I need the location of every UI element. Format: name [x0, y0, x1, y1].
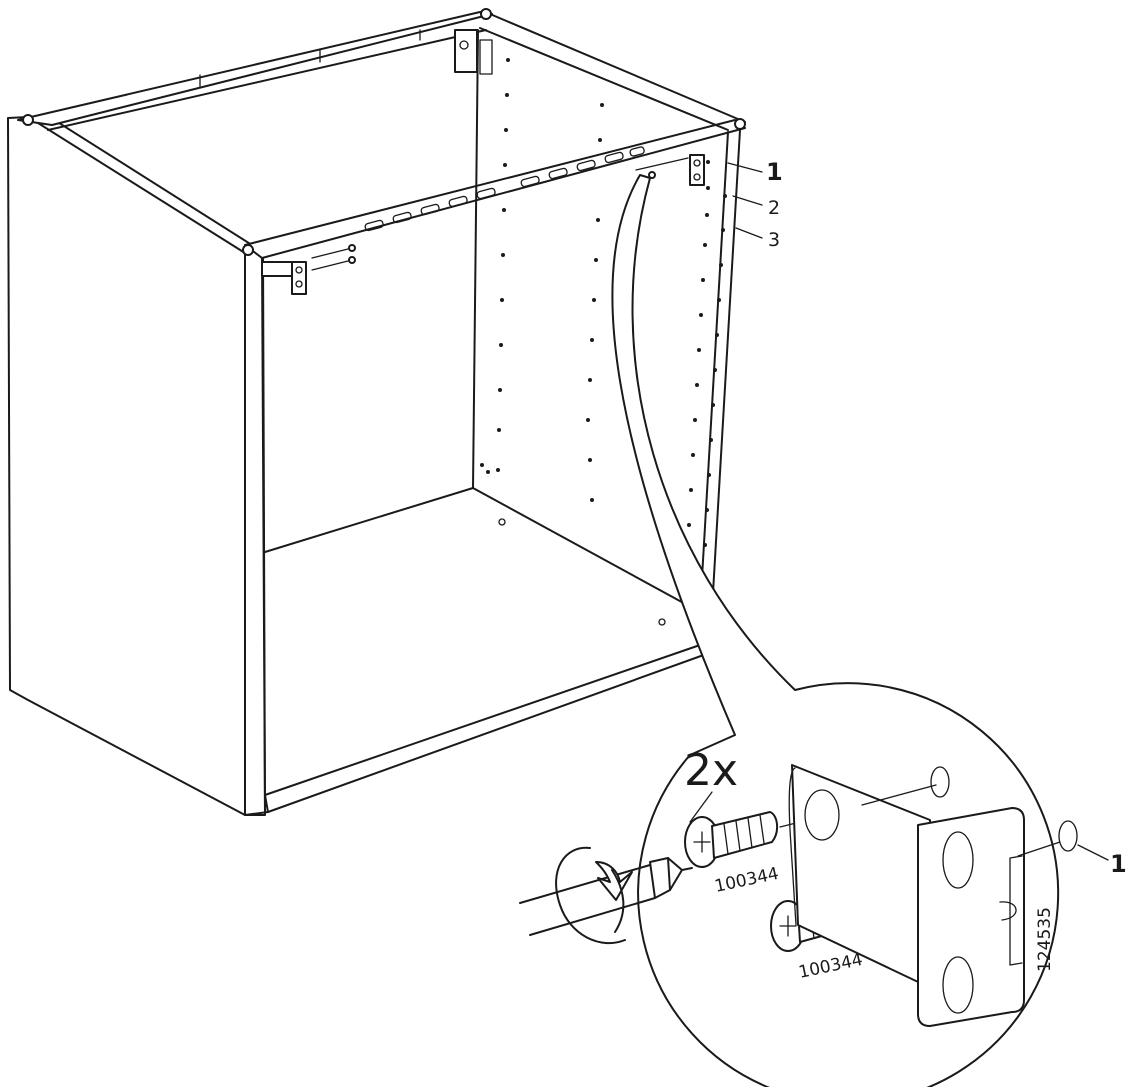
cabinet-bottom-front-edge	[264, 644, 713, 813]
hole-3-leader	[735, 227, 763, 239]
position-1-label: 1	[1110, 850, 1127, 878]
hole-1-label: 1	[766, 158, 783, 186]
hole-2-leader	[732, 195, 763, 206]
hole-3-label: 3	[768, 229, 780, 251]
screwdriver-icon	[519, 846, 693, 945]
hole-1-leader	[727, 162, 763, 173]
quantity-label: 2x	[684, 745, 738, 796]
front-right-bracket-icon	[635, 154, 705, 186]
bracket-part-number: 124535	[1035, 907, 1055, 972]
cabinet-left-side-panel	[7, 115, 266, 816]
mounting-bracket-icon	[788, 764, 1078, 1027]
cabinet-top-front-rail	[244, 119, 746, 259]
cabinet	[7, 8, 746, 816]
rotate-arrow-icon	[595, 861, 633, 901]
shelf-hole-rows	[480, 58, 727, 626]
quantity-leader	[689, 791, 713, 823]
cabinet-top-back-rail	[17, 11, 493, 126]
position-1-leader	[1077, 844, 1109, 861]
slotted-rail	[364, 146, 645, 232]
back-bracket-icon	[454, 29, 493, 75]
hole-2-label: 2	[768, 197, 780, 219]
front-left-bracket-icon	[261, 244, 356, 295]
